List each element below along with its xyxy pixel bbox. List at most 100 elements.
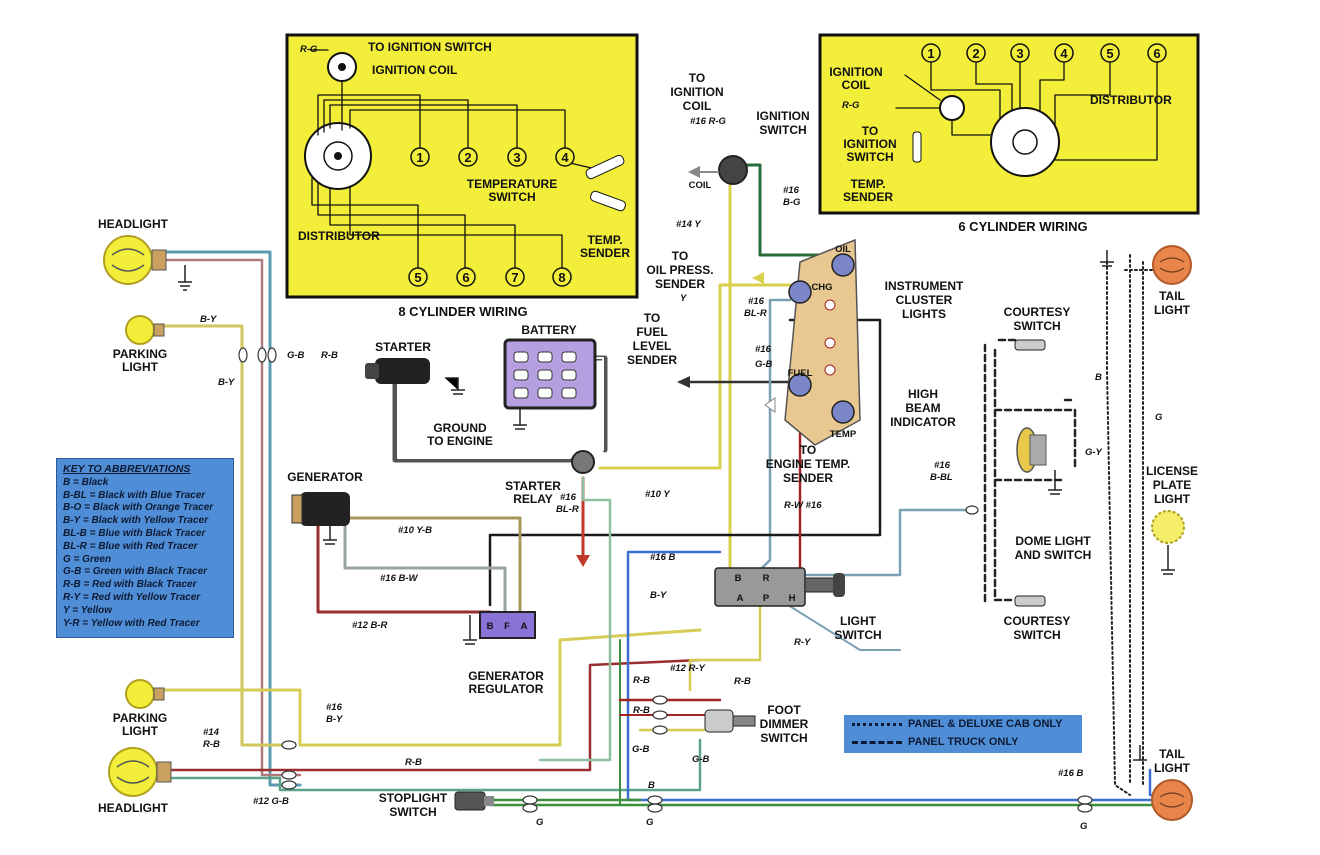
temp-sender-6cyl-icon <box>912 131 922 163</box>
wl-16b-tail: #16 B <box>1058 768 1083 779</box>
cluster-label-2: CLUSTER <box>896 293 953 307</box>
engine-temp-label-1: TO <box>800 443 816 457</box>
generator-label: GENERATOR <box>287 470 363 484</box>
engine-temp-label-2: ENGINE TEMP. <box>766 457 850 471</box>
oil-press-label-3: SENDER <box>655 277 705 291</box>
abbr-item: B-O = Black with Orange Tracer <box>63 502 214 514</box>
wl-ry-ls: R-Y <box>794 637 812 648</box>
cyl6-3: 3 <box>1016 46 1023 61</box>
generator-regulator: B F A <box>479 611 536 639</box>
foot-dimmer-label-1: FOOT <box>767 703 801 717</box>
instrument-cluster: OIL CHG FUEL TEMP <box>784 238 861 446</box>
abbr-item: R-Y = Red with Yellow Tracer <box>63 591 201 603</box>
starter-relay <box>571 450 595 474</box>
ls-terminal-r: R <box>763 573 770 584</box>
courtesy-top-label-2: SWITCH <box>1013 319 1060 333</box>
wl-rb-low: R-B <box>405 757 422 768</box>
ignition-coil-label-8: IGNITION COIL <box>372 63 457 77</box>
cyl-4: 4 <box>561 150 569 165</box>
fuel-level-label-1: TO <box>644 311 660 325</box>
abbr-item: B = Black <box>63 476 109 488</box>
headlight-top <box>103 235 167 285</box>
gauge-fuel: FUEL <box>788 368 813 379</box>
stoplight-label-1: STOPLIGHT <box>379 791 448 805</box>
cyl-1: 1 <box>416 150 423 165</box>
courtesy-top-label-1: COURTESY <box>1004 305 1071 319</box>
wl-y: Y <box>680 293 688 304</box>
cylinder-markers-6: 1 2 3 4 5 6 <box>921 43 1167 63</box>
light-switch: B R A P H <box>714 567 845 607</box>
fuel-sender-arrow-icon <box>677 376 690 388</box>
temp-6-label-2: SENDER <box>843 190 893 204</box>
license-label-2: PLATE <box>1153 478 1191 492</box>
wl-12br: #12 B-R <box>352 620 388 631</box>
wl-rb-top: R-B <box>321 350 338 361</box>
legend-truck-row: PANEL TRUCK ONLY <box>852 736 1018 748</box>
ls-terminal-a: A <box>737 593 744 604</box>
coil-arrow-icon <box>688 166 700 178</box>
rg-label-6: R-G <box>842 100 860 111</box>
foot-dimmer-label-3: SWITCH <box>760 731 807 745</box>
wl-16blr-1: #16 <box>748 296 765 307</box>
ignition-coil-6-label-2: COIL <box>842 78 871 92</box>
wl-g-tail: G <box>1080 821 1088 832</box>
starter-relay-label-2: RELAY <box>513 492 553 506</box>
abbr-item: Y = Yellow <box>63 604 113 616</box>
wl-16blr-relay-1: #16 <box>560 492 577 503</box>
wl-12ry: #12 R-Y <box>670 663 707 674</box>
wire-harness <box>158 163 1182 807</box>
starter-relay-label-1: STARTER <box>505 479 561 493</box>
abbr-item: B-Y = Black with Yellow Tracer <box>63 515 208 527</box>
temp-sender-label-8-2: SENDER <box>580 246 630 260</box>
wl-rw16: R-W #16 <box>784 500 822 511</box>
legend-deluxe-row: PANEL & DELUXE CAB ONLY <box>852 718 1062 730</box>
ls-terminal-p: P <box>763 593 770 604</box>
cluster-label-3: LIGHTS <box>902 307 946 321</box>
tail-top-label-1: TAIL <box>1159 289 1185 303</box>
cyl6-6: 6 <box>1153 46 1160 61</box>
cyl6-2: 2 <box>972 46 979 61</box>
wl-16b-ls: #16 B <box>650 552 675 563</box>
tail-light-bottom <box>1151 779 1193 821</box>
courtesy-bottom-label-2: SWITCH <box>1013 628 1060 642</box>
light-switch-label-1: LIGHT <box>840 614 877 628</box>
cyl6-5: 5 <box>1106 46 1113 61</box>
cyl-2: 2 <box>464 150 471 165</box>
abbr-item: BL-R = Blue with Red Tracer <box>63 540 198 552</box>
headlight-top-label: HEADLIGHT <box>98 217 169 231</box>
wl-10yb: #10 Y-B <box>398 525 432 536</box>
dome-label-2: AND SWITCH <box>1015 548 1092 562</box>
license-label-3: LIGHT <box>1154 492 1191 506</box>
high-beam-label-2: BEAM <box>905 401 940 415</box>
wl-16gb-2: G-B <box>755 359 773 370</box>
gauge-chg: CHG <box>811 282 832 293</box>
distributor-6cyl <box>990 107 1060 177</box>
abbr-item: Y-R = Yellow with Red Tracer <box>63 617 200 629</box>
wl-14rb-2: R-B <box>203 739 220 750</box>
gen-reg-label-2: REGULATOR <box>469 682 544 696</box>
ignition-switch <box>718 155 748 185</box>
tail-bottom-label-2: LIGHT <box>1154 761 1191 775</box>
ls-terminal-h: H <box>789 593 796 604</box>
to-ignition-switch-8: TO IGNITION SWITCH <box>368 40 492 54</box>
wl-gb-top: G-B <box>287 350 305 361</box>
ignition-coil-6cyl <box>939 95 965 121</box>
legend-truck-label: PANEL TRUCK ONLY <box>908 736 1019 748</box>
wl-12gb: #12 G-B <box>253 796 289 807</box>
eight-cylinder-title: 8 CYLINDER WIRING <box>398 304 527 319</box>
cyl-6: 6 <box>462 270 469 285</box>
wl-rb-fd2: R-B <box>633 705 650 716</box>
tail-light-top <box>1152 245 1192 285</box>
cluster-label-1: INSTRUMENT <box>885 279 964 293</box>
cylinder-markers-8: 1 2 3 4 5 6 7 8 <box>408 147 575 287</box>
to-ign-coil-label-2: IGNITION <box>670 85 723 99</box>
ignition-coil-6-label-1: IGNITION <box>829 65 882 79</box>
dome-light <box>1016 427 1047 473</box>
ground-label-2: TO ENGINE <box>427 434 493 448</box>
foot-dimmer-switch <box>704 709 756 733</box>
legend-deluxe-label: PANEL & DELUXE CAB ONLY <box>908 718 1063 730</box>
to-ign-6-label-2: IGNITION <box>843 137 896 151</box>
temp-sender-arrow-icon <box>764 397 776 413</box>
